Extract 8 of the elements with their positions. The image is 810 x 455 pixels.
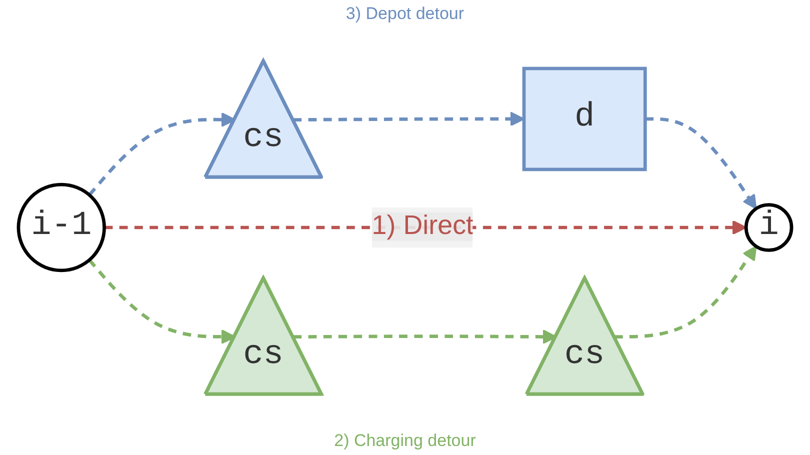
route-label: 2) Charging detour [334, 431, 476, 451]
node-box: d [522, 66, 647, 172]
arrow [645, 117, 757, 210]
edge-label: 1) Direct [372, 212, 474, 241]
route-label: 3) Depot detour [346, 4, 464, 24]
node-circle: i-1 [16, 182, 106, 272]
arrow [614, 246, 757, 339]
node-circle: i [744, 203, 794, 252]
